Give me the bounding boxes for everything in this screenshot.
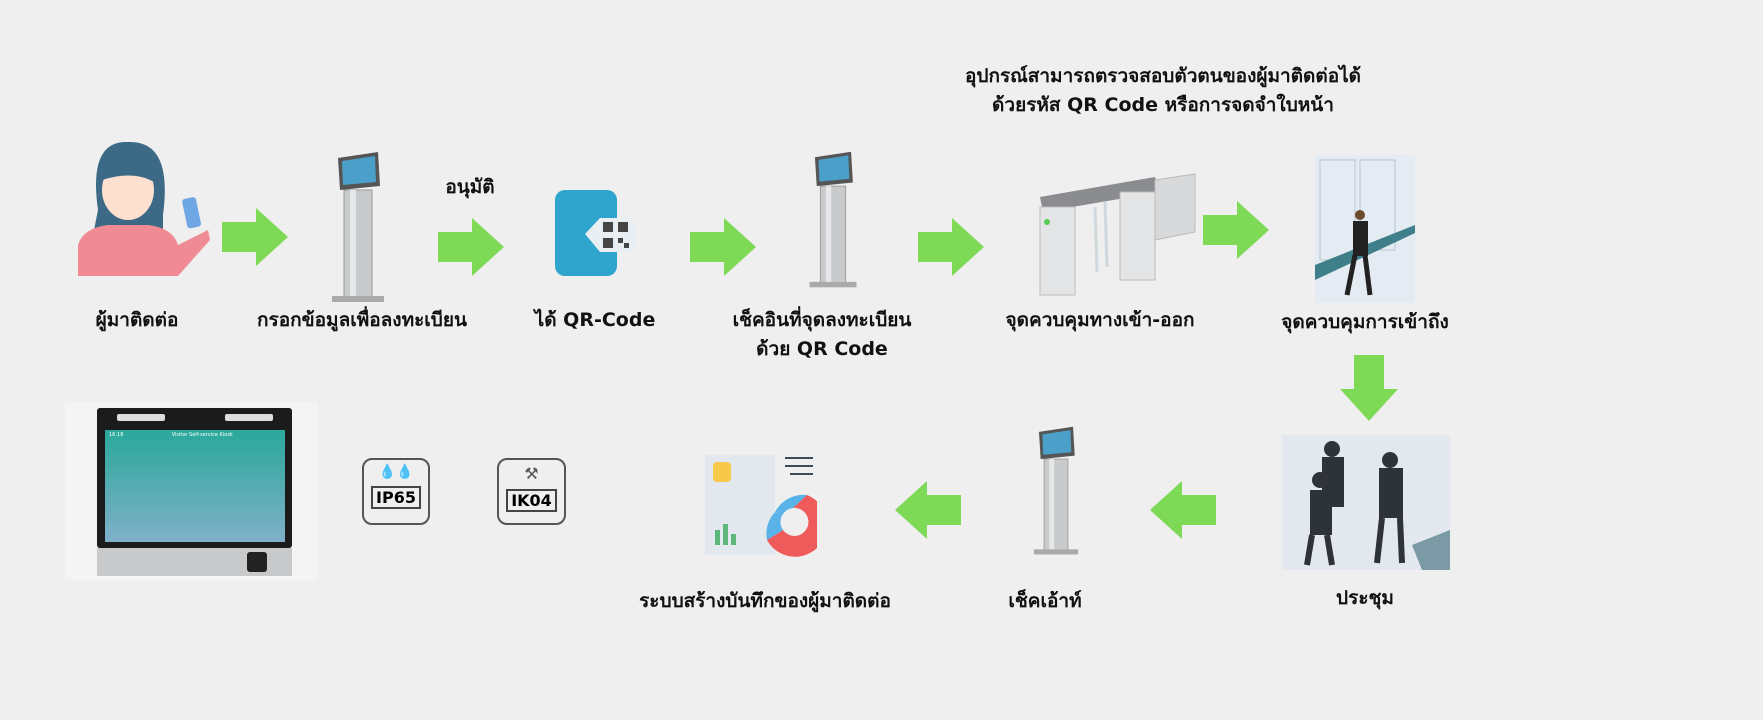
arrow-right-icon [1203, 201, 1269, 259]
step-label-gate: จุดควบคุมทางเข้า-ออก [1005, 309, 1195, 331]
hammer-icon: ⚒ IK04 [497, 458, 566, 525]
report-icon [705, 450, 817, 562]
arrow-right-icon [222, 208, 288, 266]
kiosk-icon [1030, 425, 1082, 557]
step-label-visitor: ผู้มาติดต่อ [95, 309, 179, 331]
device-screen-title: Visitor Self-service Kiosk [171, 432, 233, 438]
arrow-right-icon [690, 218, 756, 276]
ip65-badge: IP65 [371, 486, 421, 509]
kiosk-icon [330, 150, 386, 305]
arrow-left-icon [1150, 481, 1216, 539]
step-label-log: ระบบสร้างบันทึกของผู้มาติดต่อ [639, 590, 891, 612]
turnstile-icon [1035, 172, 1200, 297]
device-time: 16:18 [109, 432, 124, 438]
step-label-checkin: เช็คอินที่จุดลงทะเบียน [732, 309, 912, 331]
arrow-down-icon [1340, 355, 1398, 421]
step-label-meeting: ประชุม [1336, 587, 1394, 609]
arrow-right-icon [438, 218, 504, 276]
step-label-access: จุดควบคุมการเข้าถึง [1281, 311, 1449, 333]
access-door-icon [1315, 155, 1415, 303]
header-note-line1: อุปกรณ์สามารถตรวจสอบตัวตนของผู้มาติดต่อไ… [964, 65, 1362, 87]
arrow-left-icon [895, 481, 961, 539]
approval-label: อนุมัติ [445, 176, 495, 198]
meeting-icon [1282, 435, 1450, 570]
header-note-line2: ด้วยรหัส QR Code หรือการจดจำใบหน้า [992, 94, 1334, 116]
step-label-checkin-line2: ด้วย QR Code [756, 338, 888, 360]
ik04-badge: IK04 [506, 489, 557, 512]
water-drops-icon: 💧💧 IP65 [362, 458, 430, 525]
qr-phone-icon [555, 190, 635, 276]
kiosk-icon [805, 150, 861, 290]
step-label-checkout: เช็คเอ้าท์ [1008, 590, 1082, 612]
step-label-register: กรอกข้อมูลเพื่อลงทะเบียน [257, 309, 467, 331]
visitor-icon [78, 140, 210, 276]
arrow-right-icon [918, 218, 984, 276]
kiosk-device-image: 16:18 Visitor Self-service Kiosk [65, 403, 318, 580]
step-label-qr: ได้ QR-Code [534, 309, 656, 331]
